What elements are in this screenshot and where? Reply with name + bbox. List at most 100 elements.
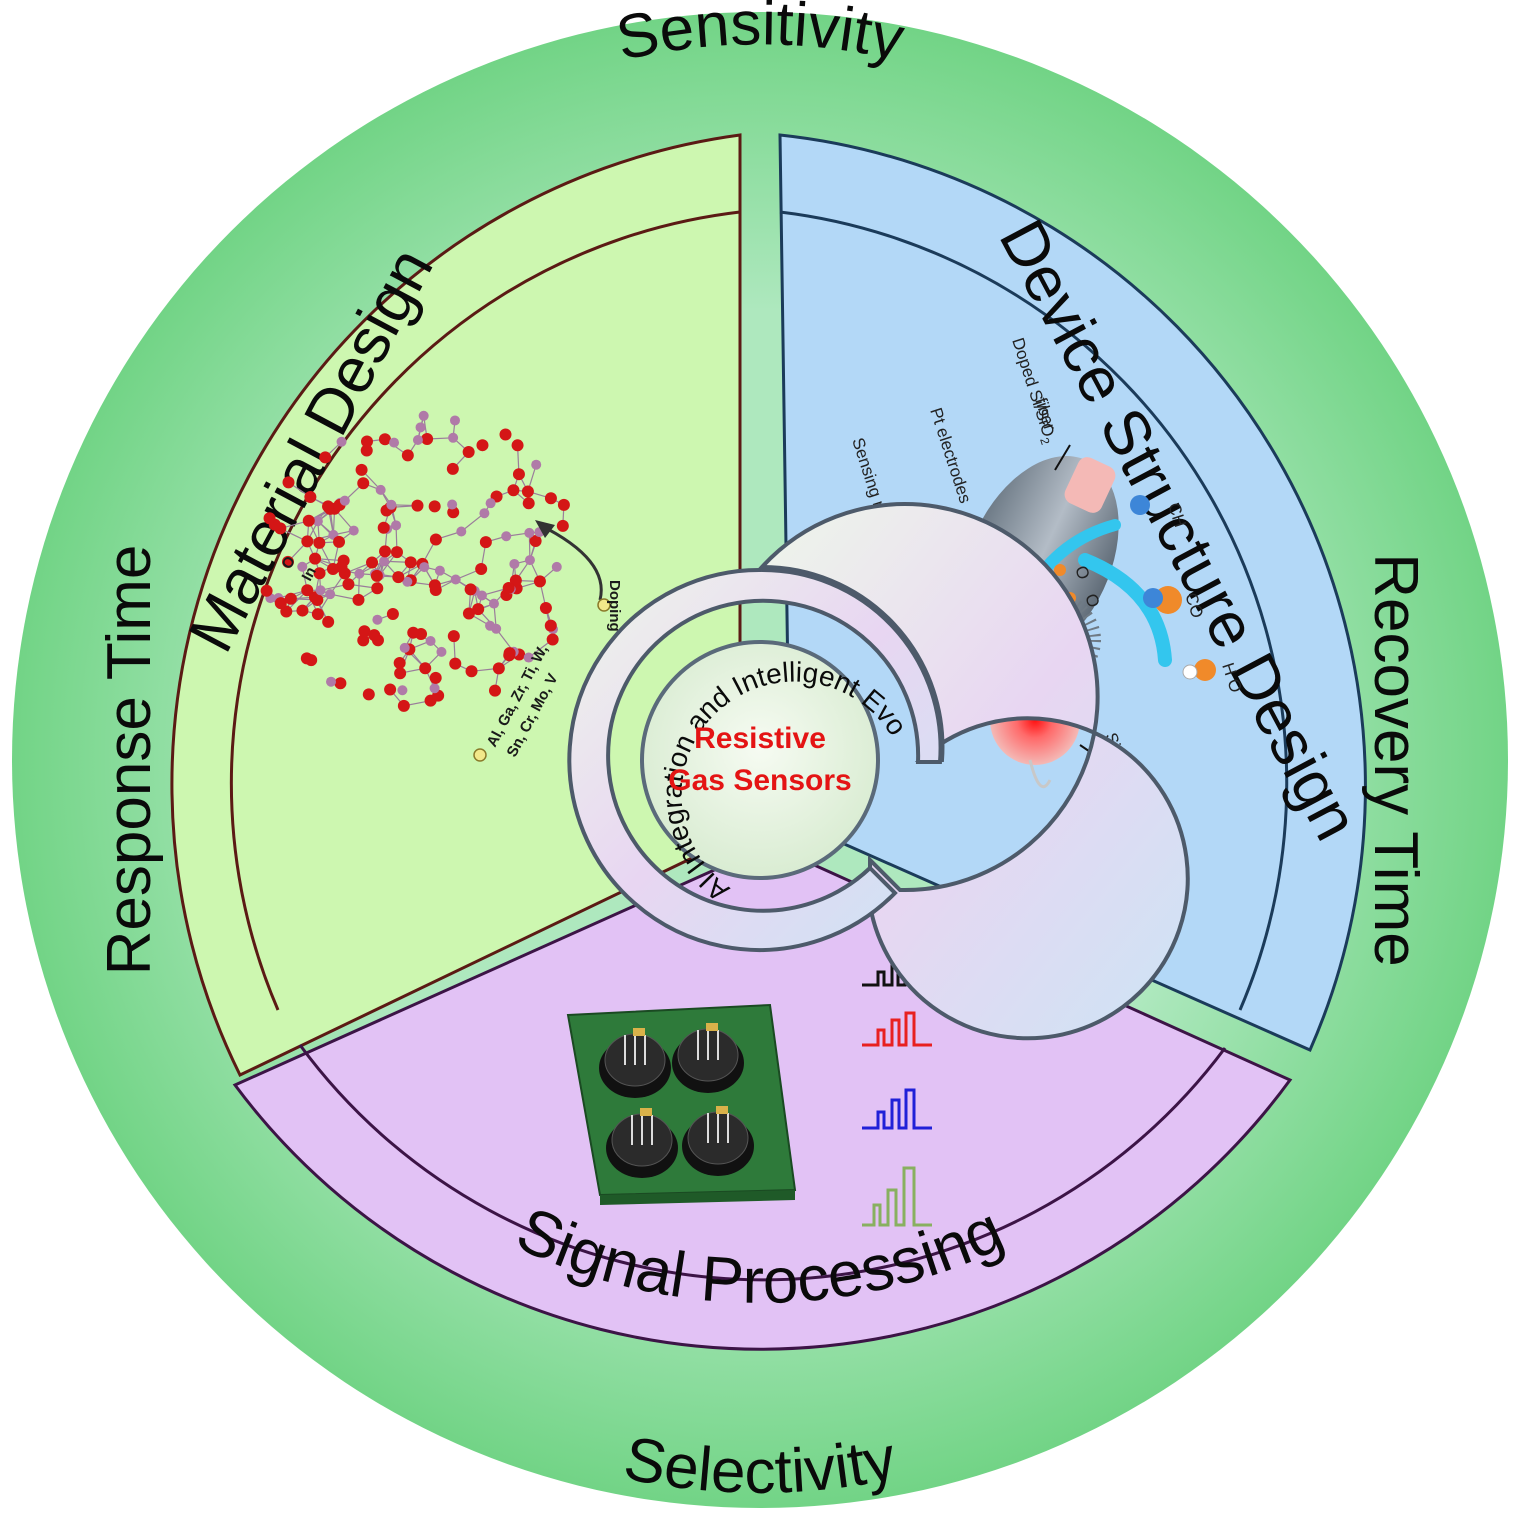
lattice-atom-in [349,526,359,536]
lattice-atom-o [449,658,461,670]
lattice-atom-o [419,662,431,674]
lattice-atom-in [372,615,382,625]
lattice-atom-in [509,559,519,569]
lattice-atom-in [489,599,499,609]
lattice-atom-o [305,654,317,666]
lattice-atom-in [456,527,466,537]
lattice-atom-o [512,439,524,451]
lattice-atom-in [448,433,458,443]
lattice-atom-o [322,500,334,512]
lattice-atom-o [545,492,557,504]
lattice-atom-o [371,570,383,582]
lattice-atom-o [384,683,396,695]
lattice-atom-o [309,553,321,565]
h2o-molecule [1194,659,1216,681]
lattice-atom-in [400,643,410,653]
lattice-atom-o [394,657,406,669]
lattice-atom-o [558,499,570,511]
lattice-atom-o [429,500,441,512]
lattice-atom-in [524,528,534,538]
co2-molecule-part [1143,588,1163,608]
lattice-atom-in [531,460,541,470]
lattice-atom-in [430,683,440,693]
ring-label-response-time: Response Time [95,545,164,976]
lattice-atom-o [480,536,492,548]
lattice-atom-o [463,446,475,458]
lattice-atom-o [392,571,404,583]
lattice-atom-o [411,500,423,512]
lattice-atom-in [479,508,489,518]
gas-sensor-element [640,1108,652,1116]
center-title-line-1: Resistive [694,722,826,755]
ch4-molecule [1130,495,1150,515]
lattice-atom-o [476,439,488,451]
lattice-atom-in [436,647,446,657]
lattice-atom-in [426,636,436,646]
ring-label-recovery-time: Recovery Time [1361,553,1430,966]
lattice-atom-o [547,634,559,646]
sensor-array-board [568,1005,795,1205]
lattice-atom-in [413,435,423,445]
gas-sensor-element [706,1023,718,1031]
doping-label: Doping [606,580,623,632]
lattice-atom-o [489,685,501,697]
lattice-atom-o [466,665,478,677]
gas-sensor-element [716,1106,728,1114]
lattice-atom-o [322,616,334,628]
lattice-atom-in [389,438,399,448]
lattice-atom-o [534,575,546,587]
lattice-atom-o [387,608,399,620]
lattice-atom-o [522,485,534,497]
lattice-atom-o [557,520,569,532]
lattice-atom-o [366,556,378,568]
lattice-atom-o [430,533,442,545]
lattice-atom-in [525,555,535,565]
lattice-atom-o [504,647,516,659]
lattice-atom-o [465,583,477,595]
lattice-atom-o [545,620,557,632]
lattice-atom-o [334,677,346,689]
lattice-atom-o [296,605,308,617]
lattice-atom-o [303,515,315,527]
lattice-atom-in [354,569,364,579]
lattice-atom-o [421,433,433,445]
lattice-atom-o [261,585,273,597]
lattice-atom-o [301,535,313,547]
lattice-atom-o [513,468,525,480]
lattice-atom-o [378,522,390,534]
lattice-atom-in [485,621,495,631]
lattice-atom-o [394,667,406,679]
lattice-atom-in [337,437,347,447]
lattice-atom-o [311,594,323,606]
lattice-atom-o [475,563,487,575]
gas-sensor-element [633,1028,645,1036]
lattice-atom-o [448,630,460,642]
lattice-atom-o [357,477,369,489]
lattice-atom-in [419,562,429,572]
lattice-atom-o [398,700,410,712]
lattice-atom-o [415,628,427,640]
lattice-atom-in [416,422,426,432]
lattice-atom-in [486,498,496,508]
lattice-atom-in [376,485,386,495]
lattice-atom-in [447,500,457,510]
h2o-molecule-part [1183,665,1197,679]
lattice-atom-in [386,500,396,510]
lattice-atom-o [342,578,354,590]
lattice-atom-in [419,411,429,421]
lattice-atom-o [429,579,441,591]
lattice-atom-o [283,476,295,488]
lattice-atom-o [319,451,331,463]
lattice-atom-in [397,685,407,695]
lattice-atom-o [361,436,373,448]
lattice-atom-o [363,688,375,700]
lattice-atom-o [357,634,369,646]
lattice-atom-o [379,545,391,557]
dopant-marker [474,749,486,761]
lattice-atom-o [301,584,313,596]
center-title-line-2: Gas Sensors [668,764,851,797]
lattice-atom-o [500,428,512,440]
lattice-atom-in [552,562,562,572]
